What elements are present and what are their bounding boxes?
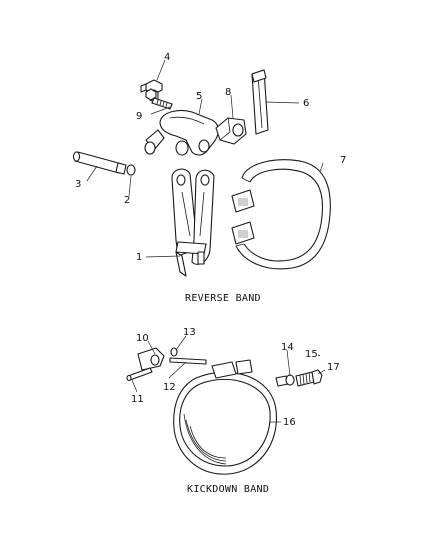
part-3-pin — [72, 151, 127, 175]
part-9-lock-nut — [145, 88, 157, 101]
part-17-adjusting-screw — [295, 369, 323, 387]
part-7-reverse-band — [231, 159, 331, 270]
reverse-band-callouts: 4 9 5 8 6 7 3 2 1 — [75, 52, 346, 263]
part-5-lever — [144, 109, 219, 156]
caption-reverse-band: REVERSE BAND — [185, 293, 261, 304]
part-13-small-pin — [170, 347, 178, 357]
callout-6: 6 — [303, 98, 309, 109]
part-8-pivot-block — [215, 117, 247, 145]
callout-11: 11 — [131, 394, 144, 405]
callout-16: 16 — [283, 417, 296, 428]
part-14-screw — [275, 374, 295, 387]
callout-2: 2 — [124, 195, 130, 206]
part-1-link-assembly — [171, 168, 215, 277]
kickdown-band-callouts: 10 13 12 11 14 15 17 16 — [131, 327, 340, 428]
part-6-strut — [251, 69, 269, 135]
callout-3: 3 — [75, 179, 81, 190]
callout-13: 13 — [183, 327, 196, 338]
callout-7: 7 — [340, 155, 346, 166]
part-10-lever — [137, 347, 165, 371]
caption-kickdown-band: KICKDOWN BAND — [187, 484, 269, 495]
callout-14: 14 — [281, 342, 294, 353]
callout-8: 8 — [225, 87, 231, 98]
callout-12: 12 — [163, 382, 176, 393]
part-11-pin — [126, 367, 153, 382]
callout-10: 10 — [136, 333, 149, 344]
callout-4: 4 — [164, 52, 170, 63]
part-2-o-ring — [126, 164, 136, 176]
callout-17: 17 — [327, 362, 340, 373]
reverse-band-leader-lines — [86, 59, 324, 258]
kickdown-band-leader-lines — [131, 335, 326, 423]
part-16-kickdown-band — [173, 359, 277, 475]
callout-15: 15 — [305, 349, 318, 360]
callout-9: 9 — [136, 111, 142, 122]
part-12-strut — [169, 357, 207, 365]
callout-1: 1 — [136, 252, 142, 263]
callout-5: 5 — [196, 91, 202, 102]
